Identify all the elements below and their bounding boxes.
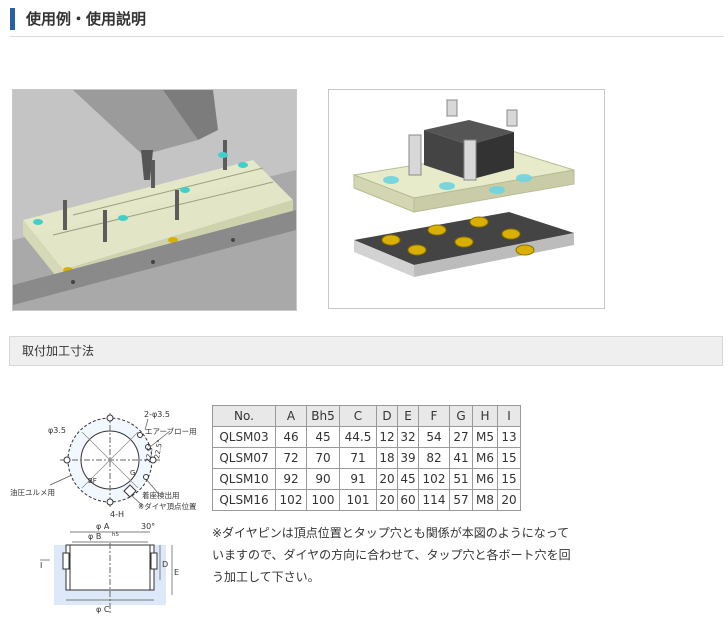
table-cell: 92 [275, 468, 307, 490]
mounting-dimension-drawing: φ3.5 2-φ3.5 エアーブロー用 22.5° 22.5° 油圧ユルメ用 着… [10, 405, 210, 620]
dimension-drawing-svg: φ3.5 2-φ3.5 エアーブロー用 22.5° 22.5° 油圧ユルメ用 着… [10, 410, 197, 615]
usage-example-fixture-image [328, 89, 605, 309]
column-header-bh5: Bh5 [306, 405, 340, 427]
table-cell: 82 [418, 447, 450, 469]
label-30-deg: 30° [141, 522, 155, 531]
label-i: I [40, 561, 42, 570]
note-line: う加工して下さい。 [212, 570, 320, 584]
column-header-c: C [339, 405, 377, 427]
table-cell: 45 [397, 468, 419, 490]
table-cell: M5 [472, 426, 498, 448]
table-row: QLSM10 92 90 91 20 45 102 51 M6 15 [212, 468, 521, 490]
table-cell: 41 [449, 447, 473, 469]
table-cell: 12 [376, 426, 398, 448]
column-header-h: H [472, 405, 498, 427]
table-cell: 101 [339, 489, 377, 511]
page-title: 使用例・使用説明 [26, 10, 147, 28]
table-cell: 15 [497, 447, 521, 469]
column-header-e: E [397, 405, 419, 427]
table-cell: 51 [449, 468, 473, 490]
label-b-tolerance: h5 [112, 532, 119, 538]
table-row: QLSM03 46 45 44.5 12 32 54 27 M5 13 [212, 426, 521, 448]
table-cell: 32 [397, 426, 419, 448]
table-cell: 60 [397, 489, 419, 511]
column-header-no: No. [212, 405, 276, 427]
label-d: D [162, 560, 168, 569]
label-phi-c: φ C [96, 605, 110, 614]
table-cell: 54 [418, 426, 450, 448]
label-hydraulic-release: 油圧ユルメ用 [10, 487, 55, 497]
label-seating-detect: 着座検出用 [142, 490, 180, 500]
column-header-g: G [449, 405, 473, 427]
label-angle-a: 22.5° [153, 439, 164, 459]
table-cell: 71 [339, 447, 377, 469]
table-cell: M6 [472, 468, 498, 490]
mounting-dimension-table: No. A Bh5 C D E F G H I QLSM03 46 45 44.… [212, 405, 521, 511]
usage-example-machining-image [12, 89, 297, 311]
note-line: いますので、ダイヤの方向に合わせて、タップ穴と各ボート穴を回 [212, 548, 571, 562]
label-phi-a: φ A [96, 522, 110, 531]
header-accent-bar [10, 8, 15, 30]
table-cell: M6 [472, 447, 498, 469]
table-cell: 100 [306, 489, 340, 511]
table-cell: 20 [376, 489, 398, 511]
table-cell: 72 [275, 447, 307, 469]
table-cell: 15 [497, 468, 521, 490]
table-cell: 27 [449, 426, 473, 448]
installation-note: ※ダイヤピンは頂点位置とタップ穴とも関係が本図のようになって いますので、ダイヤ… [212, 522, 612, 588]
column-header-i: I [497, 405, 521, 427]
fixture-illustration [329, 90, 604, 308]
table-cell: 102 [418, 468, 450, 490]
label-e: E [174, 568, 179, 577]
table-cell: 46 [275, 426, 307, 448]
table-cell: M8 [472, 489, 498, 511]
table-row: QLSM07 72 70 71 18 39 82 41 M6 15 [212, 447, 521, 469]
table-cell: 45 [306, 426, 340, 448]
label-phi35: φ3.5 [48, 426, 66, 435]
header-divider [10, 36, 724, 37]
label-bf: BF [88, 477, 97, 485]
label-diamond-position: ※ダイヤ頂点位置 [138, 501, 197, 511]
table-cell: 44.5 [339, 426, 377, 448]
table-cell: 18 [376, 447, 398, 469]
table-cell: 70 [306, 447, 340, 469]
table-cell: QLSM16 [212, 489, 276, 511]
table-cell: 57 [449, 489, 473, 511]
label-g: G [130, 469, 135, 477]
table-cell: 20 [376, 468, 398, 490]
column-header-d: D [376, 405, 398, 427]
label-phi-b: φ B [88, 532, 101, 541]
table-row: QLSM16 102 100 101 20 60 114 57 M8 20 [212, 489, 521, 511]
mounting-dimensions-header: 取付加工寸法 [9, 336, 723, 366]
column-header-a: A [275, 405, 307, 427]
column-header-f: F [418, 405, 450, 427]
note-line: ※ダイヤピンは頂点位置とタップ穴とも関係が本図のようになって [212, 526, 570, 540]
table-cell: 102 [275, 489, 307, 511]
table-cell: 20 [497, 489, 521, 511]
table-cell: 114 [418, 489, 450, 511]
table-header-row: No. A Bh5 C D E F G H I [212, 405, 521, 427]
table-cell: 13 [497, 426, 521, 448]
label-2-phi35: 2-φ3.5 [144, 410, 170, 419]
section-header: 使用例・使用説明 [10, 6, 724, 37]
machining-illustration [13, 90, 296, 310]
label-angle-b: 22.5° [144, 443, 155, 463]
table-cell: QLSM10 [212, 468, 276, 490]
label-4-h: 4-H [110, 510, 124, 519]
table-cell: QLSM07 [212, 447, 276, 469]
label-air-blow: エアーブロー用 [145, 426, 197, 436]
table-cell: 90 [306, 468, 340, 490]
section-title: 取付加工寸法 [22, 344, 95, 358]
table-cell: 91 [339, 468, 377, 490]
table-cell: QLSM03 [212, 426, 276, 448]
table-cell: 39 [397, 447, 419, 469]
